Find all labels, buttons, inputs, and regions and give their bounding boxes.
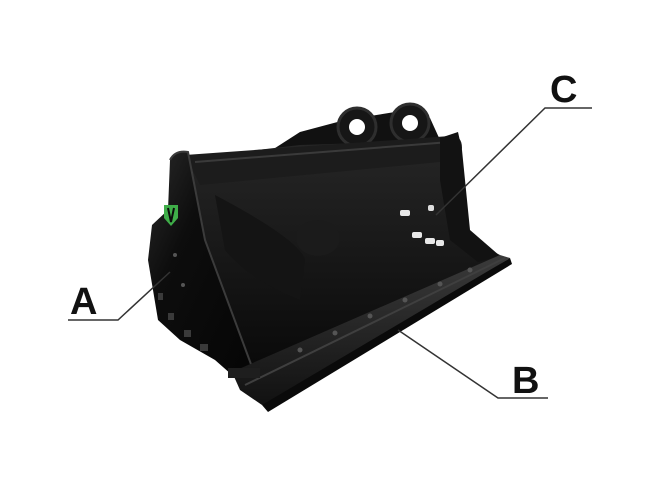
back-slots xyxy=(400,205,444,246)
cutting-edge xyxy=(232,255,510,405)
side-plate-holes xyxy=(158,253,208,351)
right-side-plate xyxy=(440,132,500,262)
callout-label-b: B xyxy=(512,360,540,402)
brand-shield-logo-icon xyxy=(164,205,178,226)
callout-label-c: C xyxy=(550,69,578,111)
callout-label-a: A xyxy=(70,281,98,323)
callout-line-a xyxy=(68,271,171,321)
callout-line-c xyxy=(435,107,592,216)
edge-bolts xyxy=(297,267,473,353)
callout-line-b xyxy=(397,329,548,399)
top-rim xyxy=(185,135,462,185)
callout-lines xyxy=(68,107,592,399)
bucket-back-wall xyxy=(190,140,500,380)
